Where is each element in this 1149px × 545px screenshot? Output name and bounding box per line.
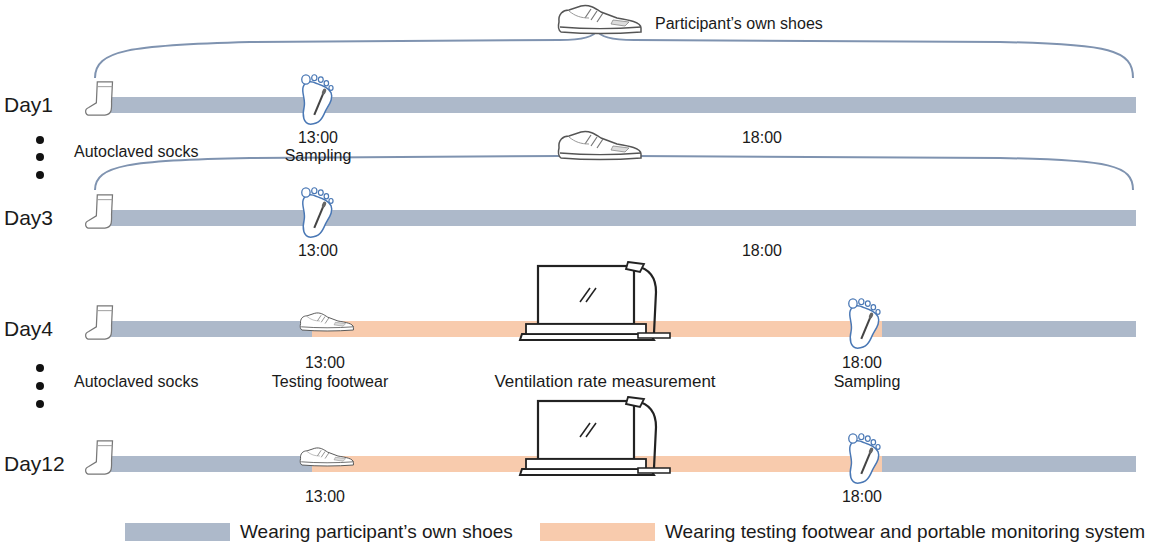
timeline-label: Participant’s own shoes: [655, 15, 823, 33]
day-label: Day3: [4, 206, 53, 229]
timeline-label: 13:00: [298, 242, 338, 260]
legend-text: Wearing testing footwear and portable mo…: [665, 522, 1145, 543]
legend-swatch: [125, 523, 230, 541]
timeline-label: Autoclaved socks: [74, 143, 199, 161]
timeline-label: 13:00: [305, 488, 345, 506]
timeline-label: Sampling: [285, 147, 352, 165]
timeline-label: 18:00: [742, 242, 782, 260]
timeline-label: 18:00: [742, 129, 782, 147]
timeline-label: 18:00: [842, 488, 882, 506]
legend-swatch: [540, 523, 655, 541]
day-label: Day12: [4, 452, 65, 475]
day-label: Day4: [4, 317, 53, 340]
timeline-label: Ventilation rate measurement: [494, 373, 715, 392]
timeline-label: Autoclaved socks: [74, 373, 199, 391]
timeline-label: 13:00: [305, 354, 345, 372]
timeline-label: 18:00: [842, 354, 882, 372]
day-label: Day1: [4, 93, 53, 116]
timeline-label: Sampling: [834, 373, 901, 391]
timeline-label: 13:00: [298, 129, 338, 147]
timeline-label: Testing footwear: [272, 373, 389, 391]
legend-text: Wearing participant’s own shoes: [240, 522, 513, 543]
